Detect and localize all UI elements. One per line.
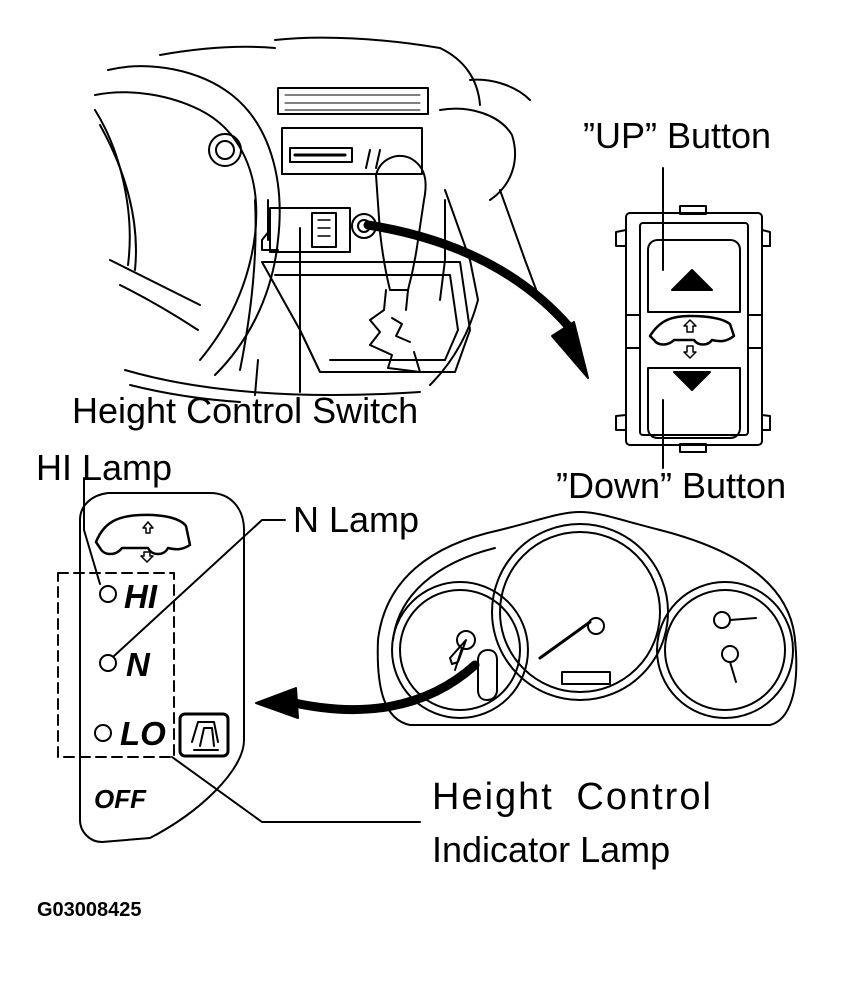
figure-code: G03008425 (37, 899, 142, 921)
indicator-panel (57, 492, 245, 843)
indicator-detail-arrow (255, 660, 480, 719)
indicator-lamp-label-line2: Indicator Lamp (432, 829, 671, 870)
lo-indicator-text: LO (120, 715, 166, 752)
height-control-switch-label: Height Control Switch (72, 390, 419, 431)
indicator-lamp-label-line1: Height Control (432, 776, 713, 818)
up-button-label: ”UP” Button (583, 115, 772, 156)
hi-lamp-label: HI Lamp (36, 447, 173, 488)
hi-indicator-text: HI (124, 578, 157, 615)
indicator-leader-lines (83, 477, 421, 823)
instrument-cluster (376, 511, 798, 726)
n-lamp-label: N Lamp (293, 499, 420, 540)
height-switch-detail (615, 205, 771, 453)
down-button-label: ”Down” Button (556, 465, 787, 506)
switch-detail-arrow (363, 220, 589, 379)
n-indicator-text: N (126, 646, 150, 683)
off-indicator-text: OFF (94, 784, 146, 814)
dashboard-console-illustration (94, 36, 541, 403)
